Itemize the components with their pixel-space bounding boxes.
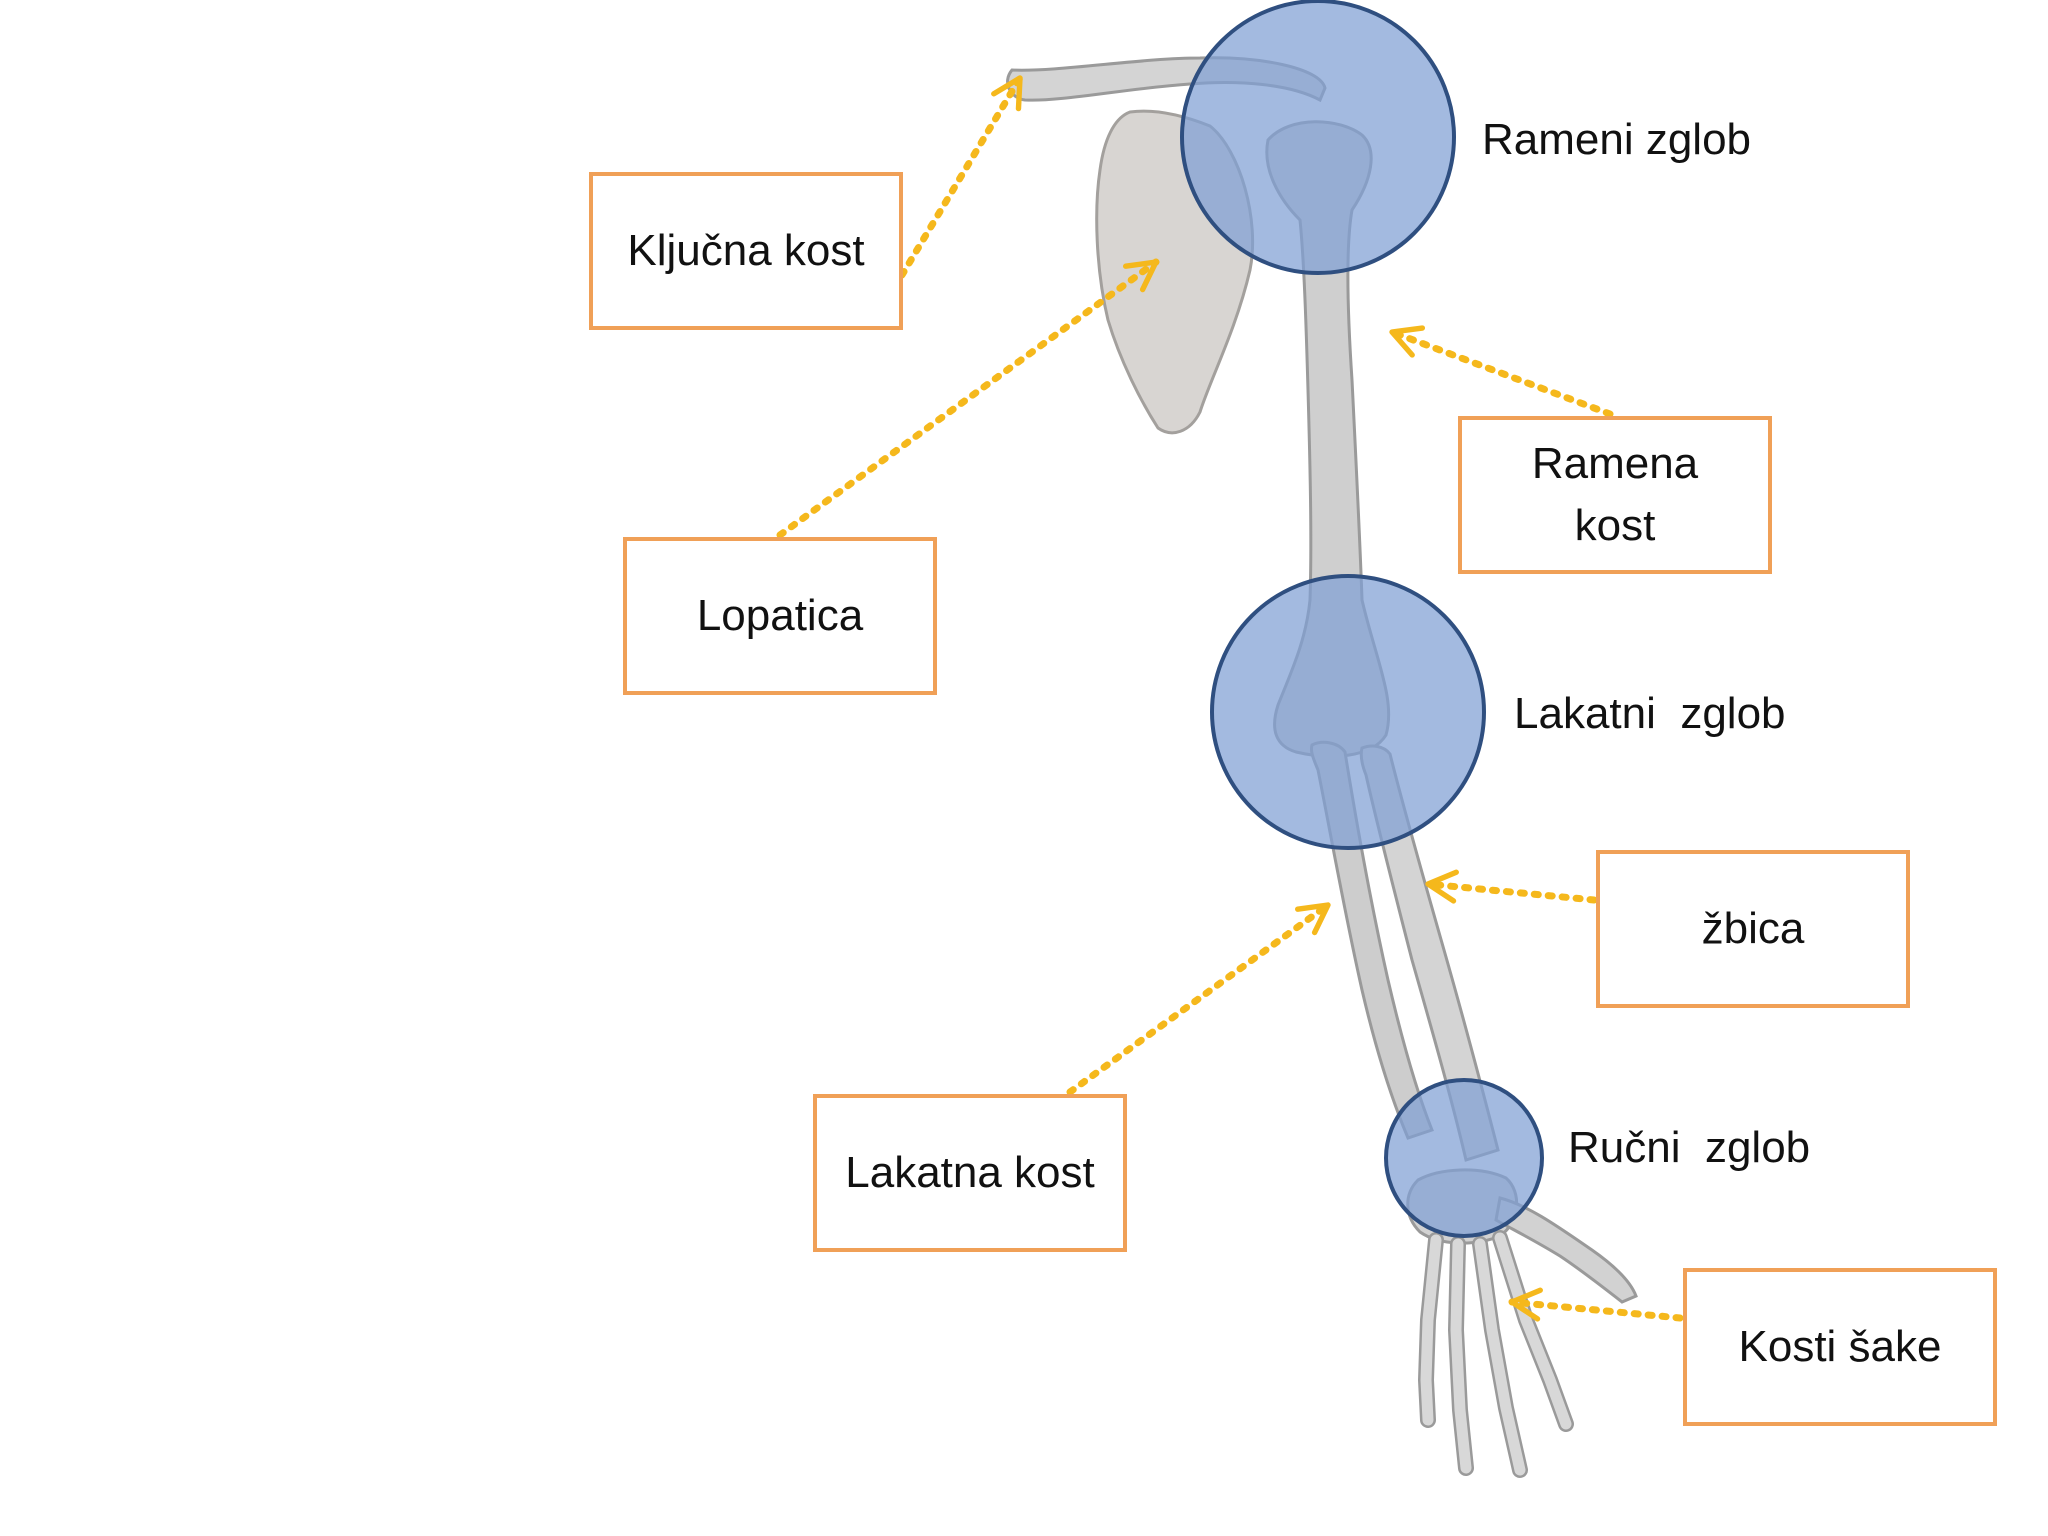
- label-box-lakatna-kost: Lakatna kost: [813, 1094, 1127, 1252]
- thumb-bones: [1494, 1196, 1638, 1304]
- finger-bones-fill: [1420, 1232, 1572, 1476]
- label-lopatica: Lopatica: [696, 591, 864, 640]
- label-lakatna-kost: Lakatna kost: [845, 1148, 1095, 1197]
- elbow-joint-circle: [1210, 574, 1486, 850]
- label-rucni-zglob: Ručni zglob: [1568, 1123, 1811, 1172]
- label-zbica: žbica: [1701, 904, 1805, 953]
- label-rameni-zglob: Rameni zglob: [1482, 115, 1752, 164]
- arrow-zbica: [1424, 869, 1598, 904]
- arrow-kljucna-kost: [898, 74, 1024, 279]
- shoulder-joint-circle: [1180, 0, 1456, 275]
- arrow-lopatica: [776, 258, 1160, 539]
- label-lakatni-zglob: Lakatni zglob: [1514, 689, 1786, 738]
- arrow-ramena-kost: [1388, 325, 1614, 418]
- label-box-zbica: žbica: [1596, 850, 1910, 1008]
- label-box-kosti-sake: Kosti šake: [1683, 1268, 1997, 1426]
- label-box-lopatica: Lopatica: [623, 537, 937, 695]
- wrist-joint-circle: [1384, 1078, 1544, 1238]
- arrow-lakatna-kost: [1066, 901, 1332, 1096]
- arrow-kosti-sake: [1508, 1287, 1684, 1322]
- label-kljucna-kost: Ključna kost: [627, 226, 865, 275]
- label-kosti-sake: Kosti šake: [1738, 1322, 1942, 1371]
- label-ramena-kost: Ramena kost: [1531, 439, 1699, 550]
- label-box-ramena-kost: Ramena kost: [1458, 416, 1772, 574]
- label-box-kljucna-kost: Ključna kost: [589, 172, 903, 330]
